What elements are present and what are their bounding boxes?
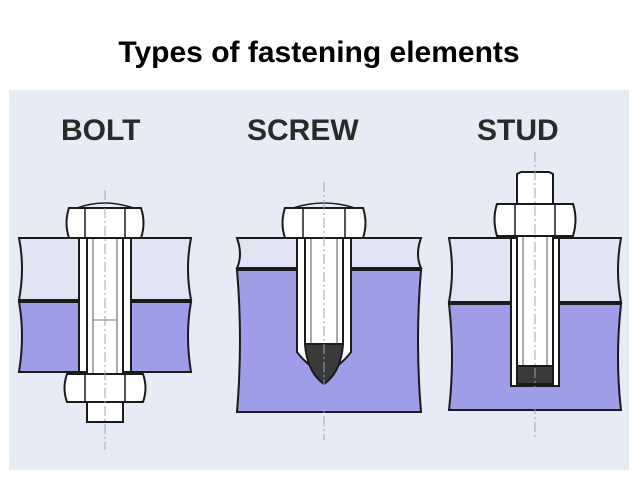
diagram-panel: BOLT SCREW STUD <box>9 90 629 470</box>
bolt-label: BOLT <box>61 114 140 147</box>
bolt-icon <box>17 190 193 450</box>
screw-icon <box>235 182 423 440</box>
screw-label: SCREW <box>247 114 359 147</box>
stud-icon <box>447 152 623 440</box>
slide-title: Types of fastening elements <box>118 36 520 69</box>
stud-label: STUD <box>477 114 559 147</box>
fasteners-diagram: BOLT SCREW STUD <box>9 90 629 470</box>
